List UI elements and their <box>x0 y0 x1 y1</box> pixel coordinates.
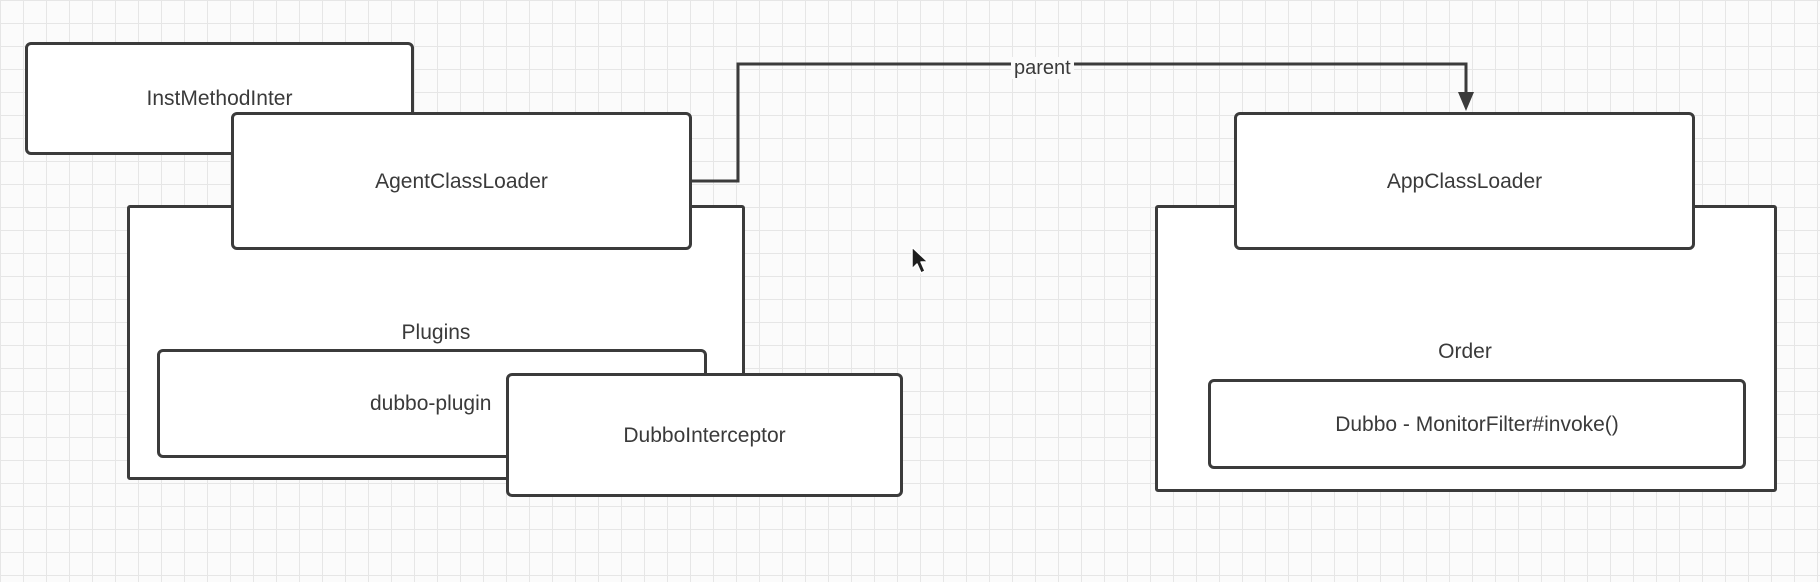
inst-method-inter-label: InstMethodInter <box>146 87 293 110</box>
agent-class-loader-node[interactable]: AgentClassLoader <box>231 112 692 250</box>
app-class-loader-label: AppClassLoader <box>1386 169 1543 193</box>
plugins-title: Plugins <box>401 321 471 344</box>
dubbo-interceptor-label: DubboInterceptor <box>623 423 786 447</box>
monitor-filter-node[interactable]: Dubbo - MonitorFilter#invoke() <box>1208 379 1746 469</box>
monitor-filter-label: Dubbo - MonitorFilter#invoke() <box>1335 412 1619 436</box>
order-title: Order <box>1438 340 1492 363</box>
mouse-pointer-icon <box>911 246 929 274</box>
dubbo-interceptor-node[interactable]: DubboInterceptor <box>506 373 903 497</box>
dubbo-plugin-label: dubbo-plugin <box>370 392 492 415</box>
parent-edge-arrowhead <box>1458 92 1474 111</box>
parent-edge[interactable] <box>692 62 1468 183</box>
app-class-loader-node[interactable]: AppClassLoader <box>1234 112 1695 250</box>
agent-class-loader-label: AgentClassLoader <box>375 169 548 193</box>
parent-edge-label: parent <box>1011 57 1074 79</box>
